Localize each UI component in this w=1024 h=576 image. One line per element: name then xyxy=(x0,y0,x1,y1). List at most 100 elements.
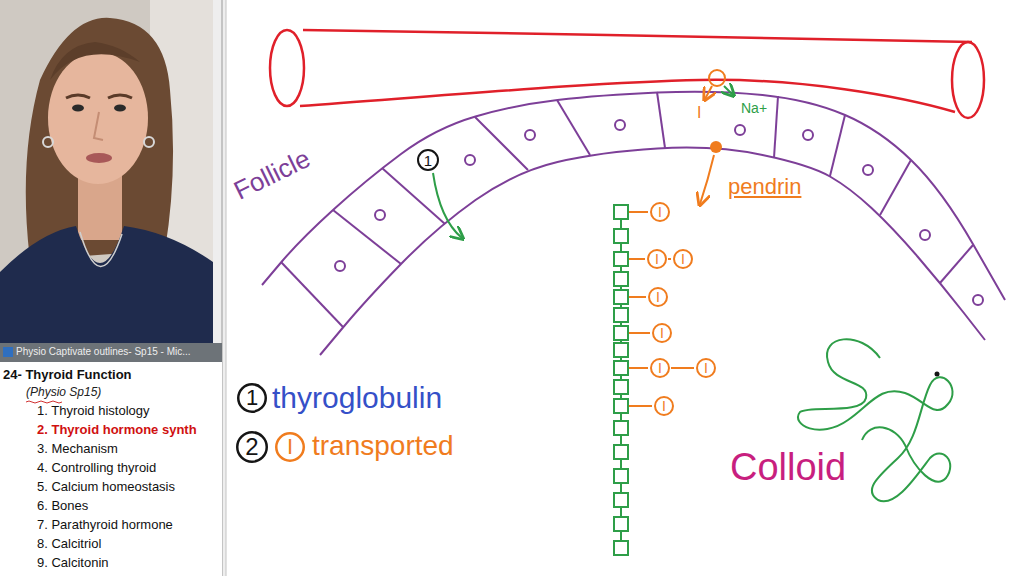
symporter xyxy=(709,70,725,86)
iodine-bond xyxy=(629,332,650,334)
tyrosine-residue xyxy=(614,493,628,507)
node-circle xyxy=(651,359,669,377)
cell-nucleus xyxy=(615,120,625,130)
webcam-earring xyxy=(43,137,53,147)
webcam-shirt xyxy=(0,226,213,343)
outline-item: 7. Parathyroid hormone xyxy=(37,518,173,533)
node-text: I xyxy=(704,361,708,375)
node-text: I xyxy=(662,399,666,413)
webcam-fringe xyxy=(50,42,140,80)
node-circle xyxy=(238,384,266,412)
tyrosine-residue xyxy=(614,361,628,375)
cell-nucleus xyxy=(465,155,475,165)
node-circle xyxy=(674,250,692,268)
cell-nucleus xyxy=(803,130,813,140)
iodine-bond xyxy=(629,211,648,213)
iodine-atom: I xyxy=(696,358,716,378)
tyrosine-residue xyxy=(614,380,628,394)
legend-label: transported xyxy=(312,430,454,462)
capillary-wall xyxy=(303,30,972,42)
iodine-atom: I xyxy=(654,396,674,416)
outline-item: 3. Mechanism xyxy=(37,442,118,457)
outline-heading: 24- Thyroid Function xyxy=(3,368,132,383)
iodine-bonds xyxy=(629,212,694,406)
callout-number: 2 xyxy=(236,431,268,463)
node-text: 2 xyxy=(245,435,258,459)
capillary-wall xyxy=(300,80,955,112)
follicle-inner-membrane xyxy=(320,148,985,355)
cell-divider xyxy=(475,117,528,170)
webcam-mouth xyxy=(86,153,112,163)
node-circle xyxy=(648,250,666,268)
outline-subheading: (Physio Sp15) xyxy=(26,386,101,400)
webcam-earring xyxy=(144,137,154,147)
cell-divider xyxy=(880,160,911,215)
node-circle xyxy=(655,397,673,415)
iodine-bond xyxy=(629,258,645,260)
spellcheck-underline xyxy=(26,401,62,403)
iodine-atom: I xyxy=(647,249,667,269)
iodine-bond xyxy=(629,296,646,298)
capillary-end xyxy=(952,42,984,118)
webcam-eye xyxy=(114,105,126,112)
structure-label: Colloid xyxy=(730,446,846,490)
cell-nucleus xyxy=(335,261,345,271)
outline-item: 5. Calcium homeostasis xyxy=(37,480,175,495)
webcam-hair xyxy=(26,18,173,260)
outline-item: 6. Bones xyxy=(37,499,88,514)
cell-nucleus xyxy=(863,165,873,175)
tyrosine-residue xyxy=(614,421,628,435)
node-text: I xyxy=(656,290,660,304)
cell-nucleus xyxy=(735,125,745,135)
cell-dividers xyxy=(281,92,973,327)
node-circle xyxy=(418,150,438,170)
node-text: I xyxy=(658,361,662,375)
cell-divider xyxy=(940,245,973,283)
iodide-arrow xyxy=(705,86,712,99)
iodine-atom: I xyxy=(275,432,305,462)
cell-divider xyxy=(774,96,778,158)
iodine-atom: I xyxy=(652,323,672,343)
transporter-label: pendrin xyxy=(728,174,801,199)
secretion-arrow xyxy=(433,173,462,238)
tyrosine-residue xyxy=(614,252,628,266)
iodine-atom: I xyxy=(648,287,668,307)
node-text: 1 xyxy=(246,387,258,409)
tyrosine-residue xyxy=(614,326,628,340)
callout-number: 1 xyxy=(417,149,439,171)
node-circle xyxy=(653,324,671,342)
iodide-arrow xyxy=(700,155,714,204)
iodine-atom: I xyxy=(650,202,670,222)
cell-nucleus xyxy=(375,210,385,220)
cell-divider xyxy=(830,115,845,176)
tyrosine-residue xyxy=(614,399,628,413)
follicle-outer-membrane xyxy=(262,92,1005,300)
iodine-bond xyxy=(671,367,694,369)
cell-divider xyxy=(333,210,401,264)
pendrin-transporter xyxy=(710,141,722,153)
tyrosine-residue xyxy=(614,308,628,322)
cell-nuclei xyxy=(335,120,983,305)
iodine-bond xyxy=(668,258,671,260)
ion-label: Na+ xyxy=(741,100,767,116)
node-circle xyxy=(237,432,267,462)
outline-item: 9. Calcitonin xyxy=(37,556,109,571)
callout-number: 1 xyxy=(237,383,267,413)
tyrosine-residue xyxy=(614,445,628,459)
node-text: I xyxy=(658,205,662,219)
iodine-atom: I xyxy=(650,358,670,378)
tyrosine-residue xyxy=(614,469,628,483)
node-circle xyxy=(649,288,667,306)
tyrosine-residue xyxy=(614,229,628,243)
iodine-bond xyxy=(629,367,648,369)
node-text: I xyxy=(655,252,659,266)
tyrosine-residue xyxy=(614,272,628,286)
outline-item: 1. Thyroid histology xyxy=(37,404,150,419)
tyrosine-residue xyxy=(614,517,628,531)
webcam-nose xyxy=(94,112,103,140)
webcam-wall xyxy=(0,0,213,343)
cell-divider xyxy=(657,92,665,148)
iodine-atom: I xyxy=(673,249,693,269)
node-circle xyxy=(276,433,304,461)
